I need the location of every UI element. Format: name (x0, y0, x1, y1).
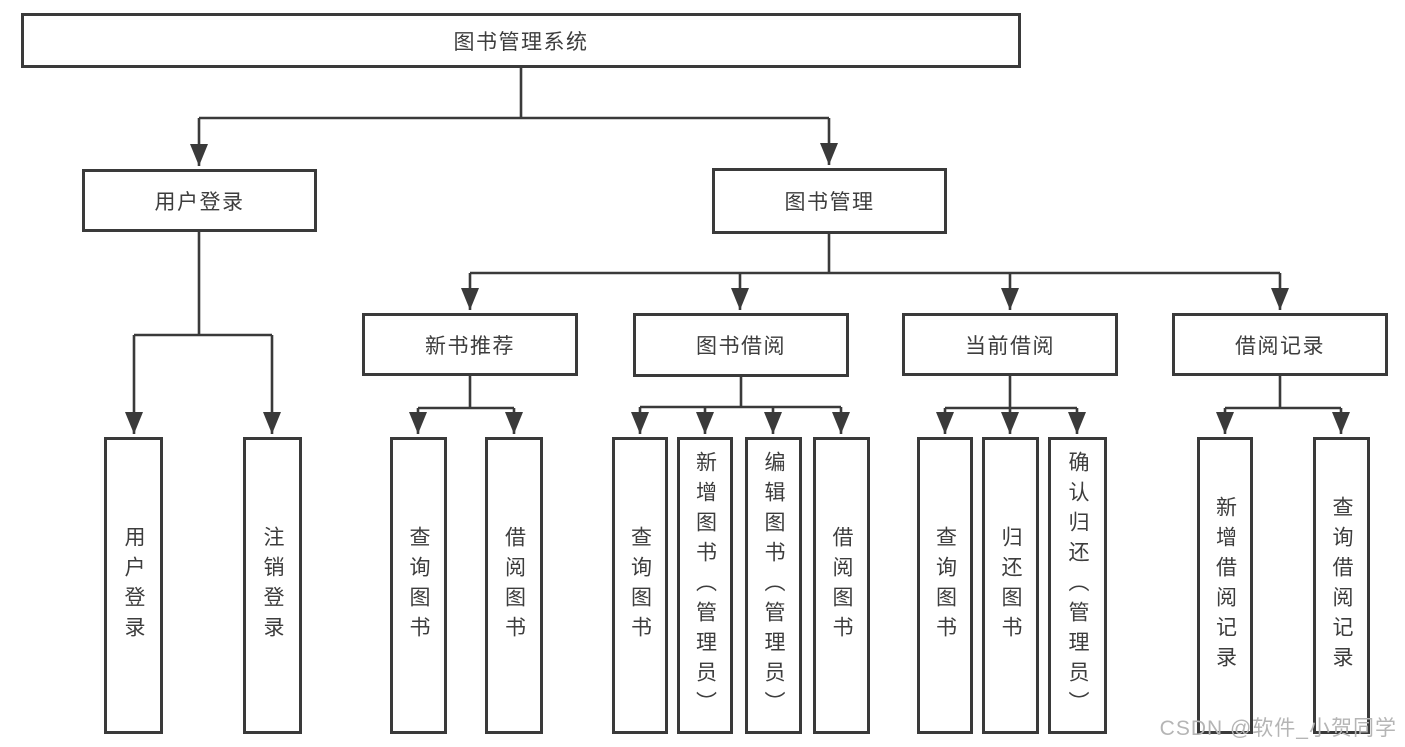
node-leaf-bb-edit-books-label: 编辑图书（管理员） (762, 450, 785, 721)
node-user-login: 用户登录 (82, 169, 317, 232)
node-borrowing-records: 借阅记录 (1172, 313, 1388, 376)
node-book-management: 图书管理 (712, 168, 947, 234)
node-current-borrowing: 当前借阅 (902, 313, 1118, 376)
node-leaf-bb-add-books-label: 新增图书（管理员） (693, 450, 717, 721)
node-leaf-cb-return-books: 归还图书 (982, 437, 1039, 734)
node-leaf-user-login-label: 用户登录 (122, 525, 145, 646)
node-leaf-nb-query-books-label: 查询图书 (407, 525, 430, 646)
node-leaf-cb-query-books: 查询图书 (917, 437, 973, 734)
node-book-management-label: 图书管理 (784, 191, 875, 214)
csdn-watermark: CSDN @软件_小贺同学 (1159, 717, 1397, 740)
node-leaf-br-query-record-label: 查询借阅记录 (1330, 495, 1353, 676)
node-leaf-cb-query-books-label: 查询图书 (933, 525, 957, 646)
node-new-book-recommend: 新书推荐 (362, 313, 578, 376)
node-root: 图书管理系统 (21, 13, 1021, 68)
node-leaf-bb-borrow-books-label: 借阅图书 (830, 525, 853, 646)
node-new-book-recommend-label: 新书推荐 (425, 334, 515, 358)
node-leaf-br-add-record: 新增借阅记录 (1197, 437, 1253, 734)
node-leaf-cb-confirm-return: 确认归还（管理员） (1048, 437, 1107, 734)
node-leaf-bb-query-books-label: 查询图书 (628, 525, 652, 646)
node-borrowing-records-label: 借阅记录 (1235, 334, 1325, 358)
node-leaf-nb-borrow-books-label: 借阅图书 (502, 525, 526, 646)
node-book-borrowing: 图书借阅 (633, 313, 849, 377)
node-current-borrowing-label: 当前借阅 (965, 334, 1055, 358)
node-leaf-bb-query-books: 查询图书 (612, 437, 668, 734)
node-leaf-user-login: 用户登录 (104, 437, 163, 734)
node-leaf-br-query-record: 查询借阅记录 (1313, 437, 1370, 734)
node-leaf-br-add-record-label: 新增借阅记录 (1213, 495, 1237, 676)
node-leaf-cb-return-books-label: 归还图书 (999, 525, 1022, 646)
node-leaf-bb-borrow-books: 借阅图书 (813, 437, 870, 734)
node-leaf-bb-add-books: 新增图书（管理员） (677, 437, 733, 734)
node-leaf-cb-confirm-return-label: 确认归还（管理员） (1066, 450, 1089, 721)
node-book-borrowing-label: 图书借阅 (696, 335, 786, 358)
node-user-login-label: 用户登录 (154, 190, 245, 214)
node-leaf-bb-edit-books: 编辑图书（管理员） (745, 437, 802, 734)
node-leaf-logout: 注销登录 (243, 437, 302, 734)
node-leaf-logout-label: 注销登录 (261, 525, 284, 646)
node-root-label: 图书管理系统 (453, 30, 589, 54)
node-leaf-nb-query-books: 查询图书 (390, 437, 447, 734)
node-leaf-nb-borrow-books: 借阅图书 (485, 437, 543, 734)
